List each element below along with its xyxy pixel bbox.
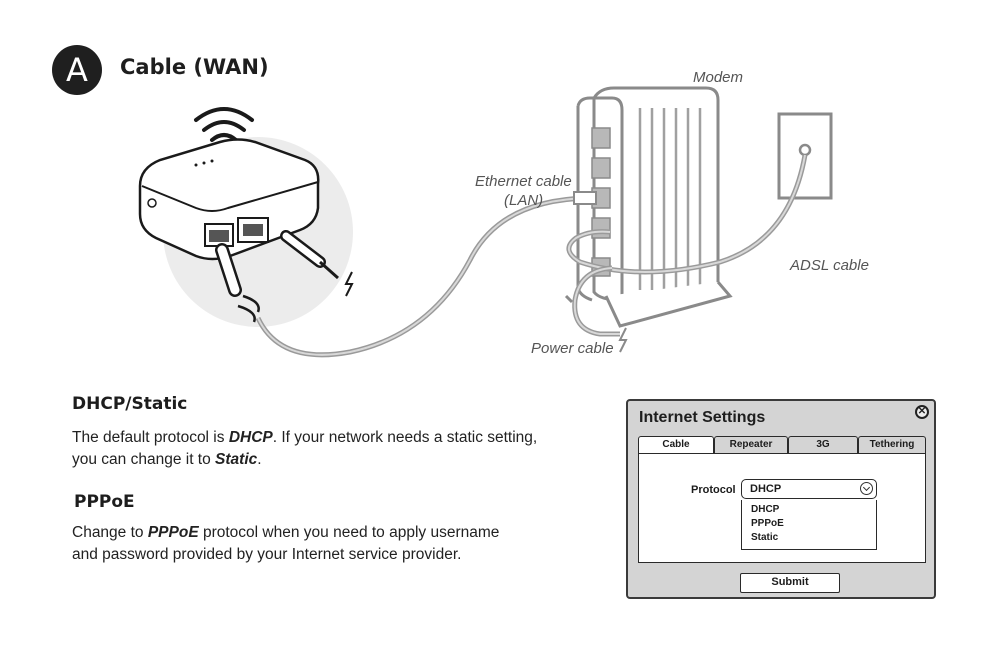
dhcp-text-em2: Static [215, 451, 258, 468]
modem-label: Modem [693, 69, 743, 86]
step-badge: A [52, 45, 102, 95]
tab-bar: Cable Repeater 3G Tethering [638, 436, 926, 455]
router-icon [138, 138, 320, 261]
power-label: Power cable [531, 340, 614, 357]
dhcp-text-mid: . If your network needs a static setting… [72, 429, 538, 468]
modem-icon [564, 86, 733, 328]
dhcp-description: The default protocol is DHCP. If your ne… [72, 427, 542, 471]
protocol-selected-value: DHCP [750, 483, 782, 495]
power-bolt-icon [618, 327, 628, 353]
pppoe-text-post: protocol when you need to apply username… [72, 524, 500, 563]
tab-3g[interactable]: 3G [788, 436, 858, 454]
pppoe-heading: PPPoE [74, 492, 135, 512]
close-icon[interactable]: ✕ [915, 405, 929, 419]
protocol-select[interactable]: DHCP [741, 479, 877, 499]
section-title: Cable (WAN) [120, 55, 269, 79]
pppoe-text-pre: Change to [72, 524, 148, 541]
pppoe-description: Change to PPPoE protocol when you need t… [72, 522, 522, 566]
window-title: Internet Settings [639, 409, 766, 426]
ethernet-label-line2: (LAN) [504, 192, 543, 209]
internet-settings-window: Internet Settings ✕ Cable Repeater 3G Te… [626, 399, 936, 599]
protocol-option-static[interactable]: Static [751, 532, 779, 543]
tab-tethering[interactable]: Tethering [858, 436, 926, 454]
setup-illustration: Modem Ethernet cable (LAN) ADSL cable Po… [138, 69, 869, 358]
wifi-icon [194, 107, 254, 142]
cable-settings-panel: Protocol DHCP DHCP PPPoE Static [638, 453, 926, 563]
tab-cable[interactable]: Cable [638, 436, 714, 455]
protocol-option-dhcp[interactable]: DHCP [751, 504, 780, 515]
tab-repeater[interactable]: Repeater [714, 436, 788, 454]
dhcp-text-pre: The default protocol is [72, 429, 229, 446]
submit-button[interactable]: Submit [740, 573, 840, 593]
dhcp-heading: DHCP/Static [72, 394, 188, 414]
adsl-label: ADSL cable [789, 257, 869, 274]
protocol-option-pppoe[interactable]: PPPoE [751, 518, 784, 529]
dhcp-text-em1: DHCP [228, 429, 273, 446]
router-power-bolt [344, 271, 354, 297]
dhcp-text-post: . [257, 451, 262, 468]
pppoe-text-em: PPPoE [147, 524, 199, 541]
ethernet-label-line1: Ethernet cable [475, 173, 572, 190]
chevron-down-icon [860, 482, 873, 495]
protocol-options-list: DHCP PPPoE Static [741, 500, 877, 550]
protocol-label: Protocol [691, 484, 736, 496]
